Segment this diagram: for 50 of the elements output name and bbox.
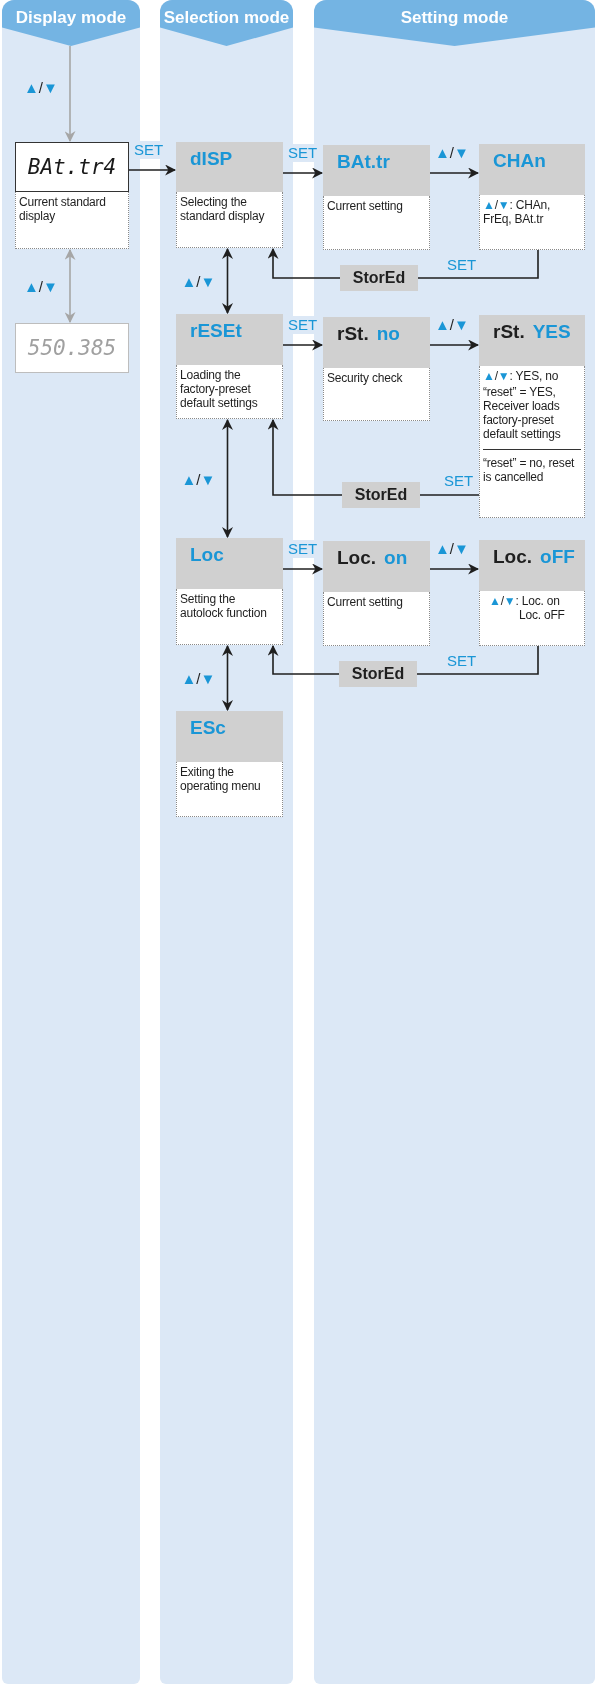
description-text: ▲/▼: CHAn, FrEq, BAt.tr <box>483 198 552 226</box>
lane-header: Setting mode <box>314 0 595 46</box>
connector-arrow <box>64 45 76 143</box>
description-text: “reset” = no, reset is cancelled <box>483 456 576 484</box>
description-text: Selecting the standard display <box>180 195 266 223</box>
connector-arrow <box>429 339 480 351</box>
menu-display: CHAn <box>479 144 585 195</box>
edge-label: SET <box>287 316 319 334</box>
connector-arrow <box>282 167 324 179</box>
connector-arrow <box>267 247 341 279</box>
description-text: Current standard display <box>19 195 107 223</box>
connector-arrow <box>64 248 76 324</box>
description-text: Setting the autolock function <box>180 592 268 620</box>
description-text: ▲/▼: YES, no <box>483 369 560 383</box>
connector-arrow <box>222 644 233 712</box>
segment-display: BAt.tr4 <box>15 142 129 192</box>
edge-label: SET <box>133 141 165 159</box>
connector-arrow <box>222 418 233 539</box>
menu-display: ESc <box>176 711 283 762</box>
connector-arrow <box>128 164 177 176</box>
menu-display: Loc. oFF <box>479 540 585 591</box>
connector-arrow <box>222 247 233 315</box>
stored-tag: StorEd <box>340 265 418 291</box>
description-text: ▲/▼: Loc. on Loc. oFF <box>488 594 566 622</box>
connector-arrow <box>429 563 480 575</box>
connector-arrow <box>267 418 343 496</box>
menu-display: Loc <box>176 538 283 589</box>
connector-arrow <box>429 167 480 179</box>
menu-display: rSt. YES <box>479 315 585 366</box>
connector-arrow <box>267 644 340 675</box>
menu-display: Loc. on <box>323 541 430 592</box>
description-text: Security check <box>327 371 404 385</box>
connector-arrow <box>282 339 324 351</box>
menu-display: BAt.tr <box>323 145 430 196</box>
description-text: “reset” = YES, Receiver loads factory-preset default settings <box>483 385 562 441</box>
menu-display: rSt. no <box>323 317 430 368</box>
lane-header: Selection mode <box>160 0 293 46</box>
description-text: Exiting the operating menu <box>180 765 262 793</box>
description-text: Current setting <box>327 595 404 609</box>
connector-arrow <box>282 563 324 575</box>
lane-header: Display mode <box>2 0 140 46</box>
stored-tag: StorEd <box>342 482 420 508</box>
description-text: Current setting <box>327 199 404 213</box>
menu-display: dISP <box>176 142 283 192</box>
description-text: Loading the factory-preset default settings <box>180 368 259 410</box>
edge-label: SET <box>287 144 319 162</box>
stored-tag: StorEd <box>339 661 417 687</box>
segment-display: 550.385 <box>15 323 129 373</box>
menu-display: rESEt <box>176 314 283 365</box>
edge-label: SET <box>287 540 319 558</box>
